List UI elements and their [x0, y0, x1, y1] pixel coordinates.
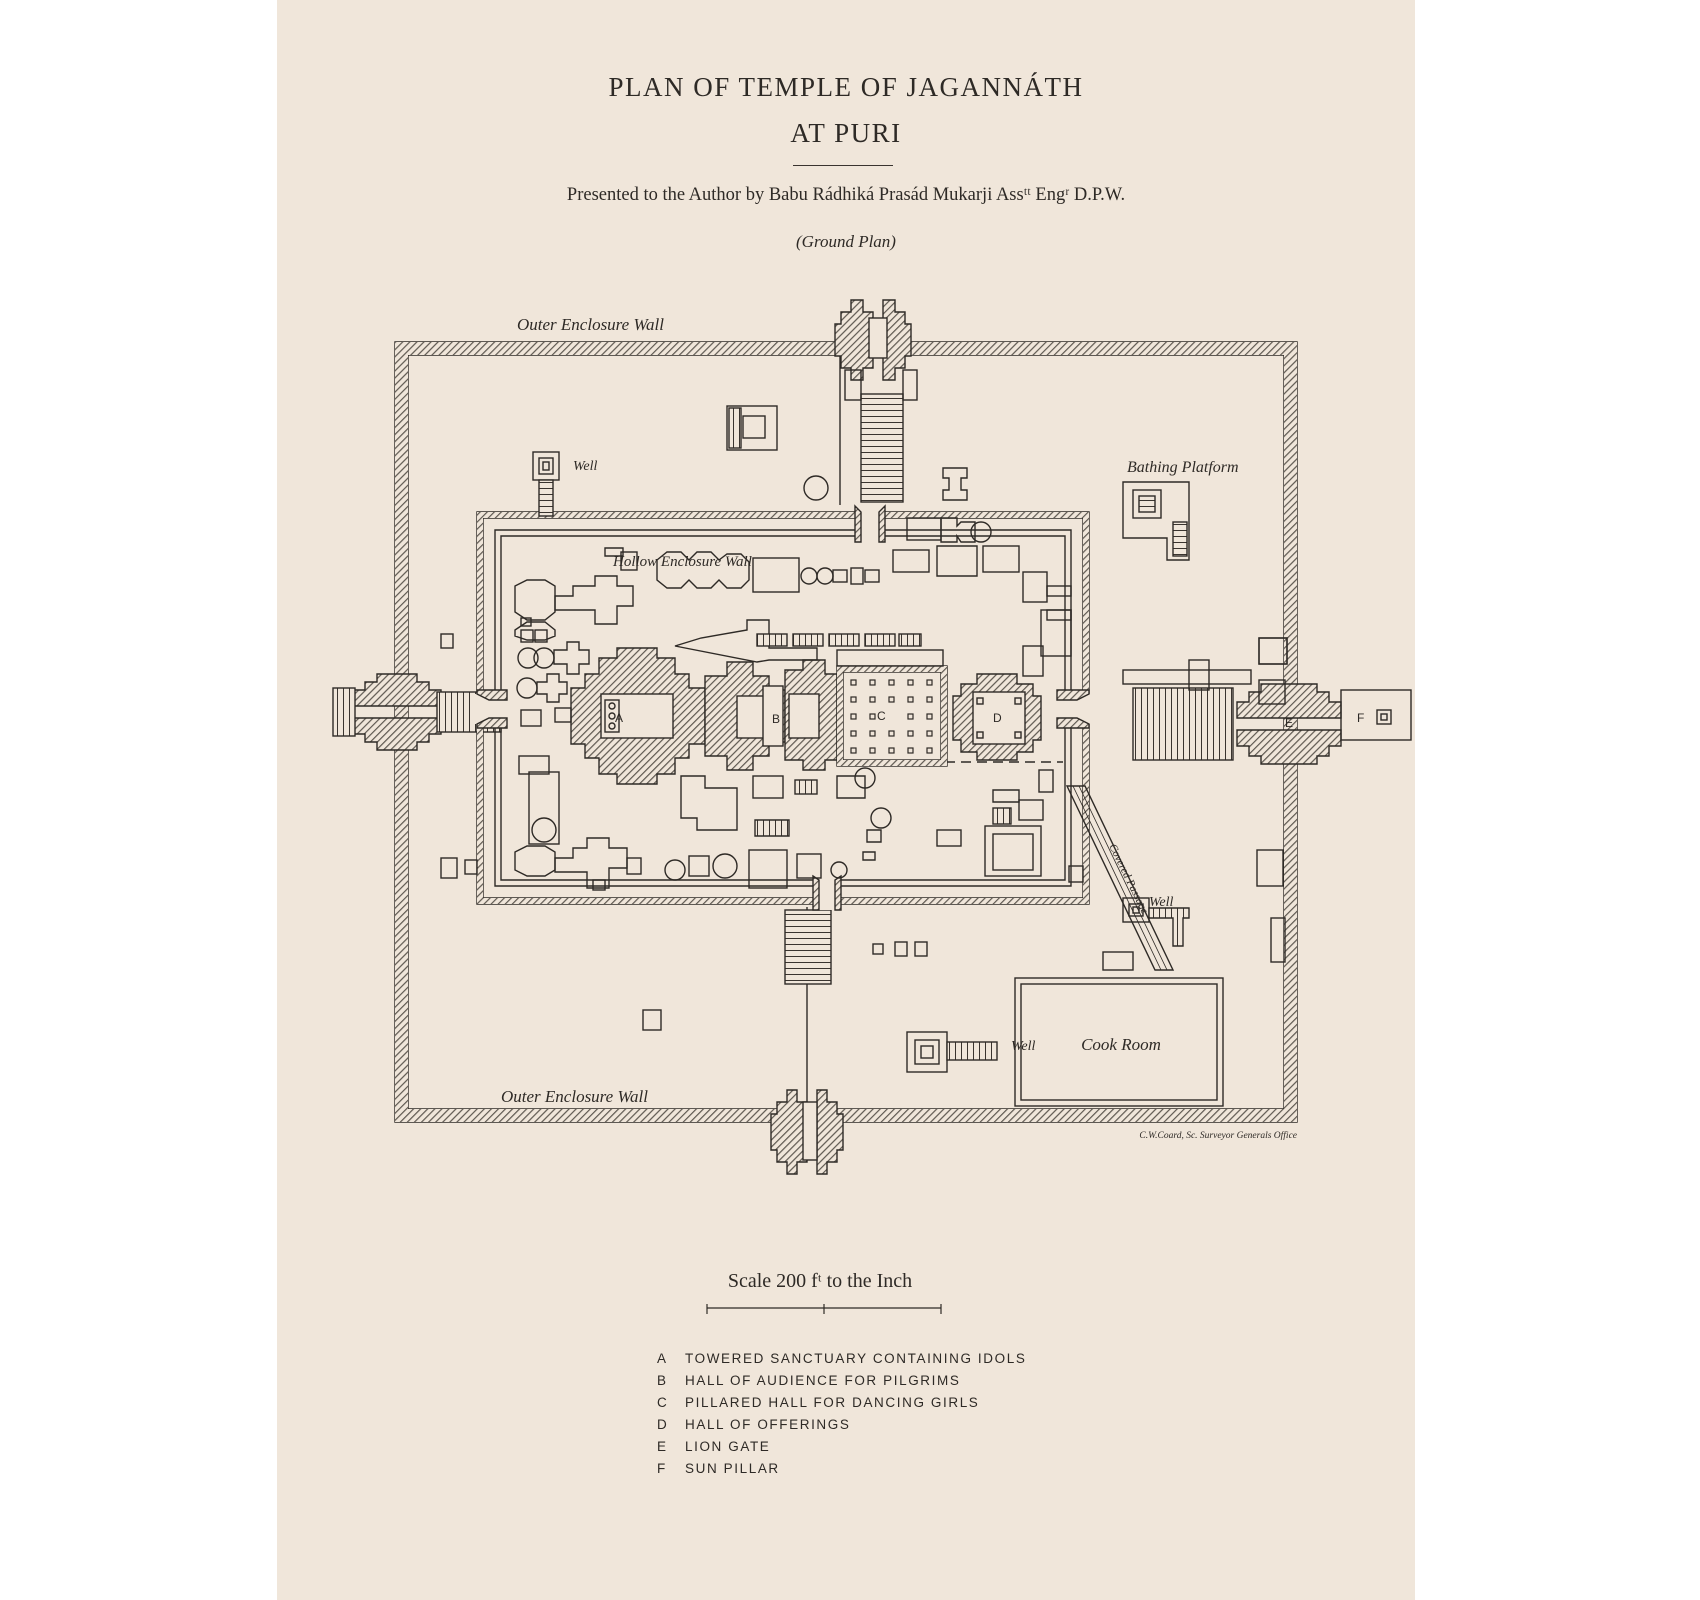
pillar	[888, 730, 895, 737]
legend-text: SUN PILLAR	[685, 1461, 780, 1476]
pillar	[869, 730, 876, 737]
outer-wall-label-bottom: Outer Enclosure Wall	[501, 1087, 648, 1106]
cook-room-label: Cook Room	[1081, 1035, 1161, 1054]
well-label-north: Well	[573, 459, 597, 474]
hollow-enclosure-wall	[473, 504, 1093, 911]
outer-wall-label-top: Outer Enclosure Wall	[517, 315, 664, 334]
well-label-east: Well	[1149, 895, 1173, 910]
legend-item: C PILLARED HALL FOR DANCING GIRLS	[657, 1392, 1026, 1414]
pillar	[888, 747, 895, 754]
scale-label: Scale 200 fᵗ to the Inch	[727, 1270, 913, 1292]
legend-key: A	[657, 1351, 668, 1366]
title-divider	[793, 165, 893, 166]
marker-a: A	[615, 711, 623, 725]
south-shrines	[514, 755, 848, 891]
south-gate	[770, 909, 844, 1175]
hall-of-audience	[704, 659, 838, 771]
pillar	[869, 747, 876, 754]
pillar	[888, 679, 895, 686]
presentation-note: Presented to the Author by Babu Rádhiká …	[566, 185, 1126, 205]
pillar	[850, 713, 857, 720]
towered-sanctuary	[554, 647, 706, 785]
scale-bar	[706, 1304, 942, 1314]
north-shrines	[514, 545, 1048, 727]
south-well	[906, 1031, 998, 1073]
legend-item: F SUN PILLAR	[657, 1458, 1026, 1480]
pillar	[907, 696, 914, 703]
legend-item: A TOWERED SANCTUARY CONTAINING IDOLS	[657, 1348, 1026, 1370]
pillar	[850, 679, 857, 686]
legend-key: F	[657, 1461, 667, 1476]
legend-item: B HALL OF AUDIENCE FOR PILGRIMS	[657, 1370, 1026, 1392]
legend-key: E	[657, 1439, 668, 1454]
plan-title: PLAN OF TEMPLE OF JAGANNÁTH	[608, 72, 1084, 102]
north-gate	[834, 299, 918, 503]
legend-text: HALL OF AUDIENCE FOR PILGRIMS	[685, 1373, 961, 1388]
bathing-platform	[1122, 481, 1190, 561]
outer-court-structures	[440, 405, 1288, 1031]
bathing-platform-label: Bathing Platform	[1127, 459, 1239, 476]
legend-item: E LION GATE	[657, 1436, 1026, 1458]
pillar	[888, 696, 895, 703]
legend: A TOWERED SANCTUARY CONTAINING IDOLS B HAL…	[657, 1348, 1026, 1480]
east-well	[1122, 897, 1190, 947]
pillar	[907, 713, 914, 720]
temple-annexes	[674, 609, 1072, 877]
plan-subtitle: (Ground Plan)	[796, 232, 896, 251]
engraver-credit: C.W.Coard, Sc. Surveyor Generals Office	[1139, 1130, 1297, 1141]
marker-f: F	[1357, 711, 1364, 725]
legend-text: HALL OF OFFERINGS	[685, 1417, 851, 1432]
pillar	[926, 679, 933, 686]
pillar	[926, 730, 933, 737]
pillar	[907, 747, 914, 754]
hollow-wall-label: Hollow Enclosure Wall	[612, 554, 752, 570]
pillar	[869, 679, 876, 686]
plan-title-location: AT PURI	[790, 118, 902, 148]
pillar	[926, 696, 933, 703]
pillar	[926, 747, 933, 754]
marker-b: B	[772, 712, 780, 726]
cook-room	[1014, 977, 1224, 1107]
outer-enclosure-wall	[394, 341, 1298, 1123]
pillar	[869, 696, 876, 703]
temple-ground-plan: Outer Enclosure Wall Outer Enclosure Wal…	[332, 299, 1412, 1175]
legend-key: B	[657, 1373, 668, 1388]
pillar	[850, 696, 857, 703]
legend-key: C	[657, 1395, 669, 1410]
pillar	[850, 730, 857, 737]
north-well	[532, 451, 560, 517]
legend-key: D	[657, 1417, 669, 1432]
hall-of-offerings	[952, 673, 1042, 761]
pillar	[869, 713, 876, 720]
lion-gate	[1122, 669, 1412, 765]
marker-c: C	[877, 709, 886, 723]
legend-text: PILLARED HALL FOR DANCING GIRLS	[685, 1395, 980, 1410]
pillar	[850, 747, 857, 754]
marker-e: E	[1285, 716, 1293, 730]
legend-text: LION GATE	[685, 1439, 771, 1454]
well-label-south: Well	[1011, 1039, 1035, 1054]
pillar	[907, 679, 914, 686]
legend-item: D HALL OF OFFERINGS	[657, 1414, 1026, 1436]
legend-text: TOWERED SANCTUARY CONTAINING IDOLS	[685, 1351, 1027, 1366]
marker-d: D	[993, 711, 1002, 725]
paper-sheet: PLAN OF TEMPLE OF JAGANNÁTH AT PURI Pres…	[277, 0, 1415, 1600]
pillar	[926, 713, 933, 720]
pillar	[907, 730, 914, 737]
pillar-grid	[850, 679, 933, 754]
